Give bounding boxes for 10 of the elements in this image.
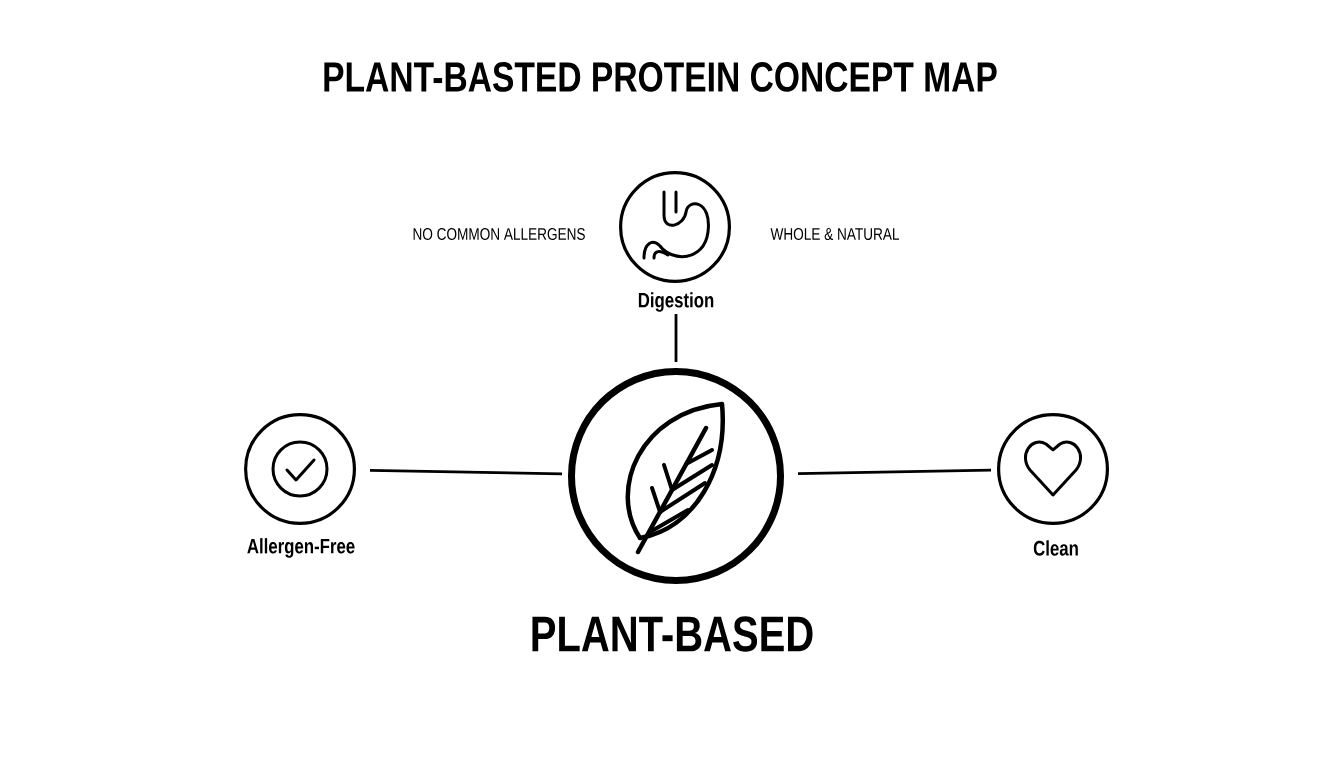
node-label: Digestion bbox=[638, 292, 714, 312]
connector-line bbox=[797, 468, 992, 476]
title: PLANT-BASTED PROTEIN CONCEPT MAP bbox=[324, 62, 997, 92]
node-label: Clean bbox=[1033, 540, 1078, 556]
node-label: Allergen-Free bbox=[247, 538, 355, 558]
concept-heading: PLANT-BASED bbox=[532, 616, 813, 652]
connector-line bbox=[674, 314, 678, 362]
connector-line bbox=[369, 468, 563, 476]
annotation-label: NO COMMON ALLERGENS bbox=[413, 227, 585, 240]
annotation-label: WHOLE & NATURAL bbox=[770, 227, 900, 240]
